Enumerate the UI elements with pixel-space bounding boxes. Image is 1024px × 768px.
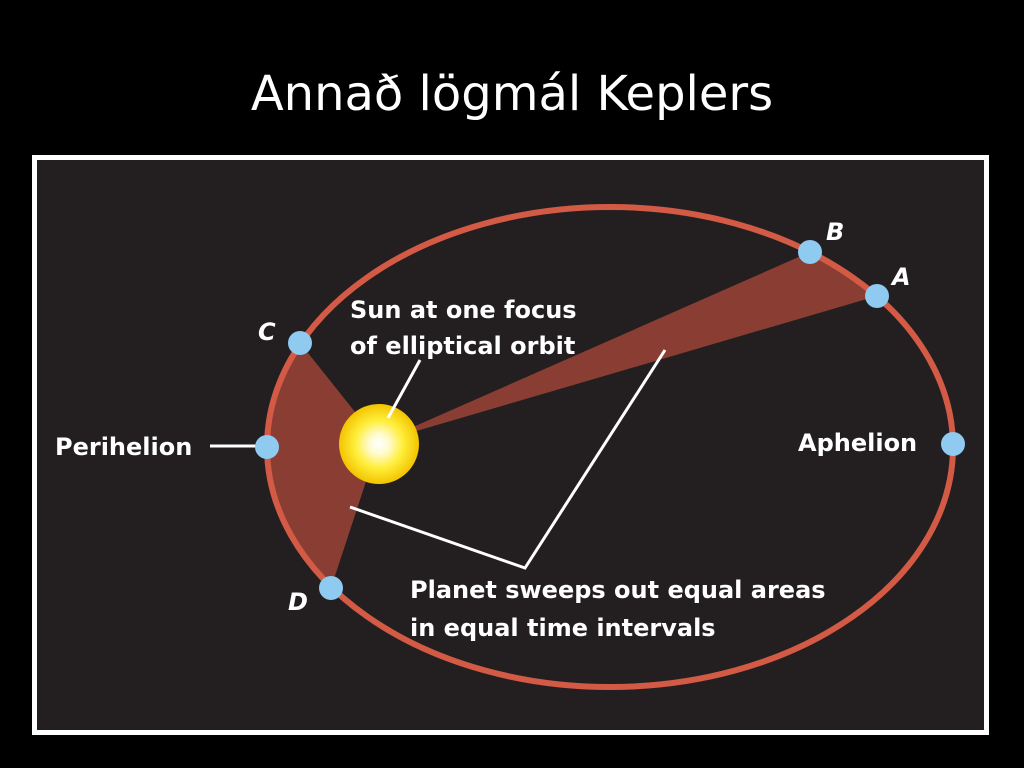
diagram-panel: [32, 155, 989, 735]
planet-point-c: [288, 331, 312, 355]
sweep-label-line2: in equal time intervals: [410, 614, 716, 642]
sun-leader: [386, 359, 422, 419]
swept-area-near: [267, 343, 379, 588]
point-label-d: D: [288, 588, 308, 616]
sweep-leader: [349, 349, 667, 570]
sun: [339, 404, 419, 484]
planet-point-b: [798, 240, 822, 264]
planet-point-aphelion: [941, 432, 965, 456]
slide-title: Annað lögmál Keplers: [250, 66, 774, 122]
sun-label-line1: Sun at one focus: [350, 296, 577, 324]
point-label-b: B: [826, 218, 844, 246]
sweep-label-line1: Planet sweeps out equal areas: [410, 576, 826, 604]
planet-point-a: [865, 284, 889, 308]
perihelion-label: Perihelion: [55, 433, 192, 461]
aphelion-label: Aphelion: [798, 429, 917, 457]
point-label-a: A: [890, 263, 911, 291]
sun-label-line2: of elliptical orbit: [350, 332, 575, 360]
point-label-c: C: [258, 318, 276, 346]
swept-area-far: [379, 252, 877, 442]
planet-point-perihelion: [255, 435, 279, 459]
planet-point-d: [319, 576, 343, 600]
